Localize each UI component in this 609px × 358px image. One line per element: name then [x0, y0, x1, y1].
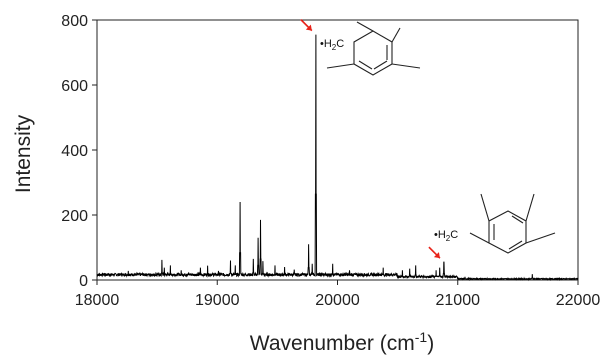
peak-arrow-head — [433, 252, 440, 259]
molecule-1-label-prefix: •H — [320, 38, 332, 50]
x-tick-label: 20000 — [315, 292, 360, 309]
y-tick-label: 400 — [61, 143, 88, 160]
y-axis-title: Intensity — [12, 114, 35, 193]
x-axis-title-exponent: -1 — [415, 329, 428, 345]
molecule-1-label-suffix: C — [336, 38, 344, 50]
x-tick-label: 19000 — [195, 292, 240, 309]
y-tick-label: 0 — [79, 273, 88, 290]
molecule-2-label-sub: 2 — [446, 234, 451, 243]
spectrum-line — [96, 34, 579, 282]
y-tick-label: 200 — [61, 208, 88, 225]
y-tick-label: 800 — [61, 13, 88, 30]
y-axis-ticks: 0 200 400 600 800 — [61, 13, 97, 290]
x-axis-title-close: ) — [427, 332, 434, 355]
molecule-2-label-prefix: •H — [434, 229, 446, 241]
molecule-1-label: •H2C — [320, 38, 344, 52]
plot-border — [96, 19, 579, 281]
x-axis-title: Wavenumber (cm-1) — [250, 329, 434, 355]
x-tick-label: 22000 — [556, 292, 601, 309]
molecule-2-label-suffix: C — [450, 229, 458, 241]
molecule-1-label-sub: 2 — [332, 43, 337, 52]
molecule-2-label: •H2C — [434, 229, 458, 243]
x-axis-title-main: Wavenumber (cm — [250, 332, 415, 355]
y-tick-label: 600 — [61, 78, 88, 95]
spectrum-series — [96, 34, 579, 282]
peak-arrows — [300, 19, 441, 259]
x-tick-label: 18000 — [75, 292, 120, 309]
molecule-structure-2 — [469, 193, 556, 254]
peak-arrow-head — [305, 24, 312, 31]
molecule-structure-1 — [326, 21, 421, 76]
x-axis-ticks: 18000 19000 20000 21000 22000 — [75, 280, 601, 309]
plot-frame — [96, 19, 579, 281]
x-tick-label: 21000 — [436, 292, 481, 309]
